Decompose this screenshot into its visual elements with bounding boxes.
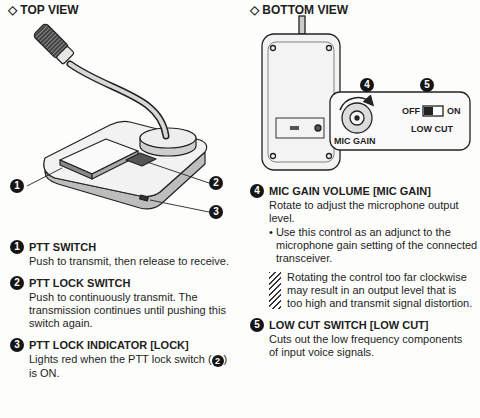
ptt-switch-edge <box>92 151 138 179</box>
callout-number: 1 <box>10 179 24 193</box>
item-heading: MIC GAIN VOLUME [MIC GAIN] <box>269 184 431 198</box>
item-description: Rotate to adjust the microphone output l… <box>269 199 474 225</box>
ptt-lock-indicator <box>140 195 149 201</box>
foot <box>271 46 276 51</box>
gooseneck <box>70 64 166 136</box>
gain-knob <box>342 103 372 133</box>
control-label: LOW CUT <box>411 124 453 135</box>
ptt-lock-switch <box>126 153 156 166</box>
low-cut-slider <box>424 107 433 115</box>
label-plate <box>276 118 324 138</box>
item-description: Cuts out the low frequency components of… <box>269 333 474 359</box>
foot <box>327 46 332 51</box>
ptt-switch-edge <box>60 160 92 179</box>
callout-number: 4 <box>360 78 374 92</box>
caution-hatch <box>269 272 281 309</box>
cable <box>299 16 305 34</box>
callout-number: 2 <box>212 355 224 367</box>
view-heading: ◇ TOP VIEW <box>8 3 79 17</box>
item-description: Push to continuously transmit. The trans… <box>29 291 234 330</box>
gooseneck-shine <box>70 64 166 136</box>
base-bottom <box>262 34 340 170</box>
bottom-view <box>262 16 470 170</box>
mic-head <box>33 23 75 65</box>
foot <box>271 154 276 159</box>
item-description: Lights red when the PTT lock switch ( <box>29 353 212 365</box>
item-heading: LOW CUT SWITCH [LOW CUT] <box>269 318 428 332</box>
callout-number: 3 <box>10 338 24 352</box>
view-heading: ◇ BOTTOM VIEW <box>250 3 348 17</box>
item-description: Push to transmit, then release to receiv… <box>29 255 234 268</box>
switch-label: OFF <box>402 106 420 117</box>
callout-number: 1 <box>10 240 24 254</box>
rotation-arrow <box>340 98 372 110</box>
item-heading: PTT LOCK INDICATOR [LOCK] <box>29 338 189 352</box>
desk-microphone <box>33 23 207 209</box>
callout-number: 2 <box>209 176 223 190</box>
item-heading: PTT SWITCH <box>29 240 96 254</box>
foot <box>327 154 332 159</box>
control-label: MIC GAIN <box>334 136 376 147</box>
callout-number: 5 <box>250 318 264 332</box>
item-description: Lights red when the PTT lock switch (2) … <box>29 353 234 380</box>
switch-label: ON <box>447 106 461 117</box>
low-cut-switch <box>423 106 443 116</box>
callout-number: 2 <box>10 276 24 290</box>
item-note: • Use this control as an adjunct to the … <box>269 226 480 265</box>
gain-hole <box>315 125 321 131</box>
caution-note: Rotating the control too far clockwise m… <box>287 271 474 310</box>
item-heading: PTT LOCK SWITCH <box>29 276 130 290</box>
rim <box>268 42 334 162</box>
callout-number: 4 <box>250 184 264 198</box>
switch-hole <box>290 126 299 130</box>
callout-number: 3 <box>209 205 223 219</box>
gain-knob <box>355 116 359 120</box>
gain-knob <box>350 111 364 125</box>
leader-lines <box>27 93 431 212</box>
inset-panel <box>330 92 470 150</box>
callout-number: 5 <box>420 78 434 92</box>
base-top <box>44 121 207 196</box>
